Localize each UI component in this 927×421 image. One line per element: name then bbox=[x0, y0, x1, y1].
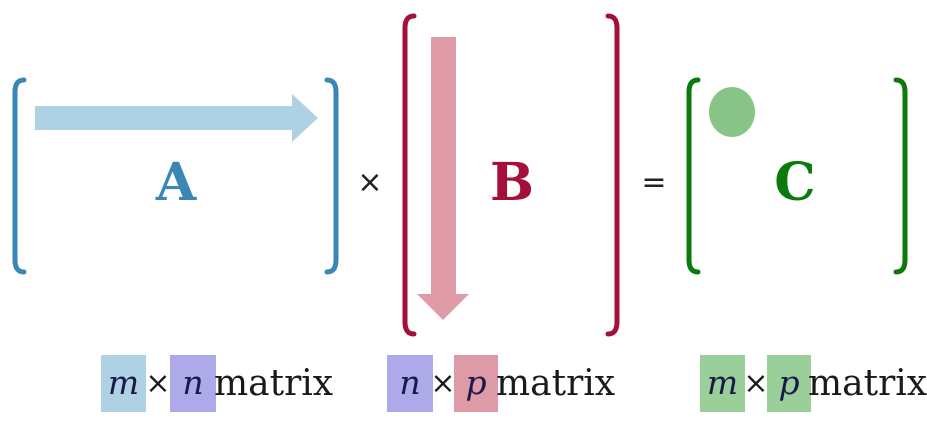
matrix-b-label: B bbox=[490, 152, 534, 213]
matrix-b-left-bracket bbox=[402, 13, 417, 337]
times-operator: × bbox=[357, 165, 382, 200]
matrix-b-column-arrow bbox=[417, 37, 469, 320]
dim-c-times: × bbox=[743, 366, 768, 401]
matrix-c: C bbox=[686, 77, 908, 275]
dim-a-rows-box bbox=[101, 355, 146, 412]
dim-a-word: matrix bbox=[214, 363, 333, 404]
matrix-a-label: A bbox=[155, 152, 197, 213]
equals-operator: = bbox=[641, 165, 666, 200]
matrix-a: A bbox=[12, 77, 339, 275]
dim-b-rows: n bbox=[399, 363, 420, 402]
matrix-a-row-arrow bbox=[35, 94, 318, 142]
dimension-caption-a: m × n matrix bbox=[101, 355, 333, 412]
dim-c-rows: m bbox=[707, 363, 738, 402]
matrix-b: B bbox=[402, 13, 620, 337]
dim-b-cols: p bbox=[465, 363, 486, 402]
dim-b-cols-box bbox=[454, 355, 498, 412]
matrix-a-right-bracket bbox=[324, 77, 339, 275]
dim-c-rows-box bbox=[700, 355, 745, 412]
dim-a-rows: m bbox=[108, 363, 139, 402]
dim-b-times: × bbox=[430, 366, 455, 401]
matrix-b-right-bracket bbox=[605, 13, 620, 337]
dim-a-cols-box bbox=[170, 355, 216, 412]
dim-a-cols: n bbox=[182, 363, 203, 402]
dimension-caption-c: m × p matrix bbox=[700, 355, 927, 412]
matrix-a-left-bracket bbox=[12, 77, 27, 275]
dim-a-times: × bbox=[145, 366, 170, 401]
matrix-c-left-bracket bbox=[686, 77, 701, 275]
dim-b-rows-box bbox=[387, 355, 433, 412]
dim-c-cols: p bbox=[778, 363, 799, 402]
dim-b-word: matrix bbox=[496, 363, 615, 404]
dim-c-cols-box bbox=[767, 355, 811, 412]
matrix-c-element-dot bbox=[709, 87, 755, 137]
dim-c-word: matrix bbox=[808, 363, 927, 404]
matrix-c-label: C bbox=[774, 152, 815, 213]
matrix-c-right-bracket bbox=[893, 77, 908, 275]
dimension-caption-b: n × p matrix bbox=[387, 355, 615, 412]
